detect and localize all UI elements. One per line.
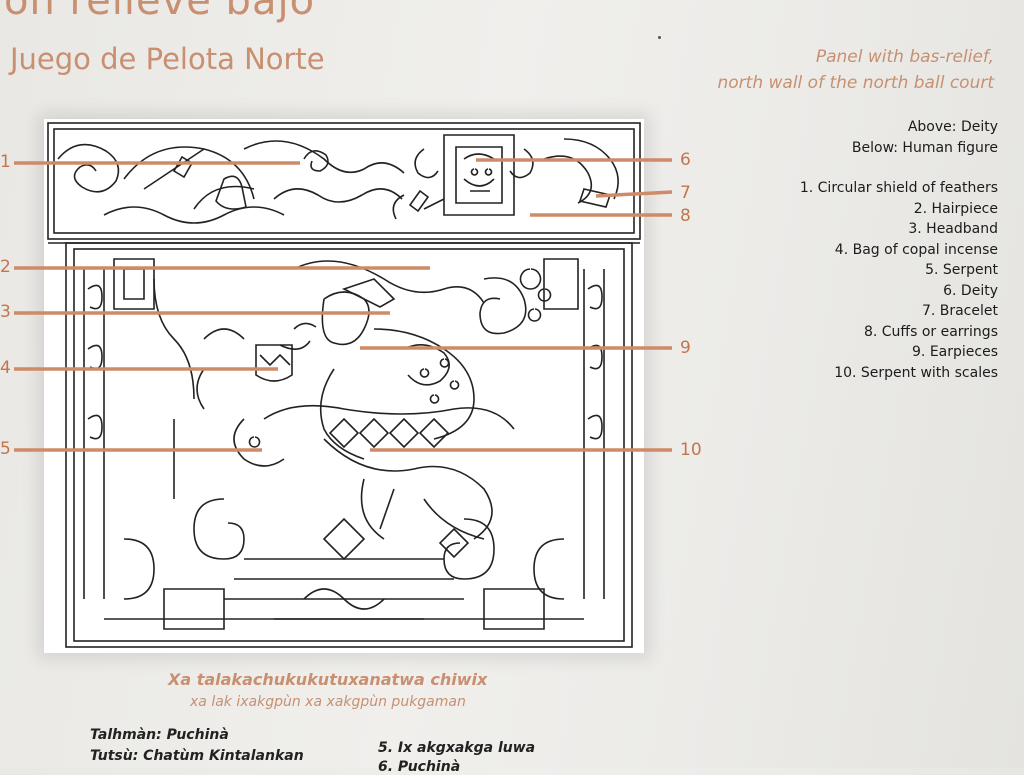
legend-item: 4. Bag of copal incense [834,241,998,258]
callout-number-10: 10 [680,440,702,460]
legend-item: 7. Bracelet [921,303,998,319]
totonac-line-1: Talhmàn: Puchinà [90,727,229,743]
english-subtitle: Panel with bas-relief, north wall of the… [717,44,994,96]
callout-line-7 [595,190,673,198]
english-subtitle-line-2: north wall of the north ball court [717,73,994,93]
legend-below: Below: Human figure [851,139,998,156]
legend: Above: Deity Below: Human figure 1. Circ… [800,117,998,383]
legend-item: 8. Cuffs or earrings [863,323,998,340]
callout-number-4: 4 [0,358,11,378]
totonac-line-2: Tutsù: Chatùm Kintalankan [90,748,304,764]
totonac-caption-sub: xa lak ixakgpùn xa xakgpùn pukgaman [190,694,466,710]
callout-number-5: 5 [0,439,11,459]
legend-item: 9. Earpieces [912,344,998,360]
spanish-subtitle: Juego de Pelota Norte [10,42,325,76]
totonac-item-5: 5. Ix akgxakga luwa [378,740,536,756]
callout-number-6: 6 [680,150,691,170]
legend-item: 3. Headband [908,221,998,237]
callout-number-8: 8 [680,206,691,226]
bas-relief-drawing [47,122,641,648]
relief-drawing-panel [44,119,644,653]
spanish-title: on relieve bajo [4,0,316,24]
speck [658,36,661,39]
totonac-item-6: 6. Puchinà [378,759,461,775]
callout-number-3: 3 [0,302,11,322]
legend-item: 2. Hairpiece [913,200,998,217]
legend-item: 1. Circular shield of feathers [799,180,998,196]
callout-number-7: 7 [680,183,691,203]
callout-number-2: 2 [0,257,11,277]
legend-item: 6. Deity [943,282,998,299]
legend-item: 10. Serpent with scales [834,364,998,381]
english-subtitle-line-1: Panel with bas-relief, [815,47,994,67]
callout-number-1: 1 [0,152,11,172]
legend-above: Above: Deity [907,119,998,135]
totonac-caption: Xa talakachukukutuxanatwa chiwix [168,670,488,689]
legend-item: 5. Serpent [925,262,998,278]
callout-number-9: 9 [680,338,691,358]
